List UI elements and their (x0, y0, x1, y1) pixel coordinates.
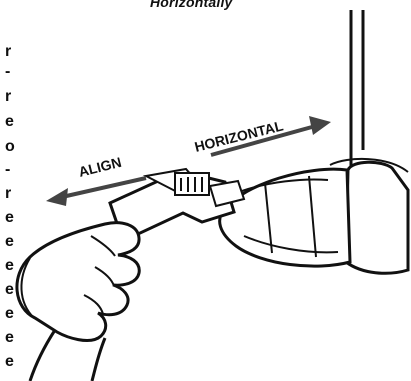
align-label: ALIGN (77, 154, 123, 180)
hand-icon (17, 223, 139, 381)
